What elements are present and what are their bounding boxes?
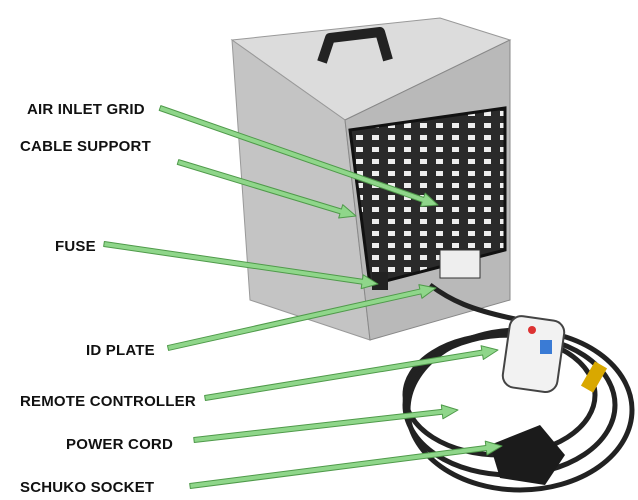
schuko-plug [490, 425, 565, 485]
id-plate [439, 249, 481, 279]
handle [317, 27, 393, 64]
label-id-plate: ID PLATE [86, 342, 155, 359]
arrow-remote-controller [204, 345, 499, 401]
label-fuse: FUSE [55, 238, 96, 255]
fuse [372, 272, 388, 290]
arrow-cable-support [176, 159, 357, 219]
remote-controller [501, 315, 566, 393]
label-schuko-socket: SCHUKO SOCKET [20, 479, 155, 496]
label-power-cord: POWER CORD [66, 436, 173, 453]
arrow-power-cord [193, 404, 459, 443]
arrow-fuse [103, 241, 379, 290]
arrow-id-plate [166, 284, 437, 351]
arrow-air-inlet-grid [158, 105, 439, 207]
arrow-schuko-socket [189, 440, 503, 489]
label-cable-support: CABLE SUPPORT [20, 138, 151, 155]
pointer-arrows [103, 105, 503, 489]
label-air-inlet-grid: AIR INLET GRID [27, 101, 145, 118]
label-remote-controller: REMOTE CONTROLLER [20, 393, 196, 410]
